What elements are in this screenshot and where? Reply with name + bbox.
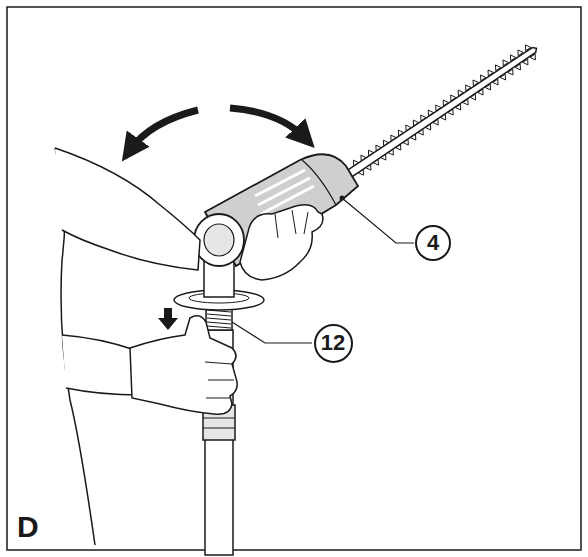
thread-line [207, 318, 231, 320]
upper-glove [240, 205, 323, 280]
cutting-blade [344, 45, 537, 179]
callout-number: 12 [321, 332, 345, 354]
rotate-arrow [230, 108, 305, 138]
press-arrow [158, 308, 178, 330]
upper-arm [55, 148, 200, 270]
leader-line [232, 322, 312, 343]
lower-glove [130, 316, 237, 415]
rotate-arrow [130, 110, 198, 150]
thread-line [207, 314, 231, 316]
callout-circle: 12 [314, 324, 353, 363]
lower-arm [62, 335, 140, 395]
callout-number: 4 [427, 232, 439, 254]
figure-letter: D [17, 512, 39, 542]
blade-bar [344, 48, 537, 180]
callout-circle: 4 [415, 225, 451, 261]
thread-line [207, 326, 231, 328]
thread-lines [207, 310, 231, 328]
thread-line [207, 322, 231, 324]
frame [7, 7, 581, 550]
leader-line [342, 198, 414, 243]
head-end [194, 214, 244, 266]
